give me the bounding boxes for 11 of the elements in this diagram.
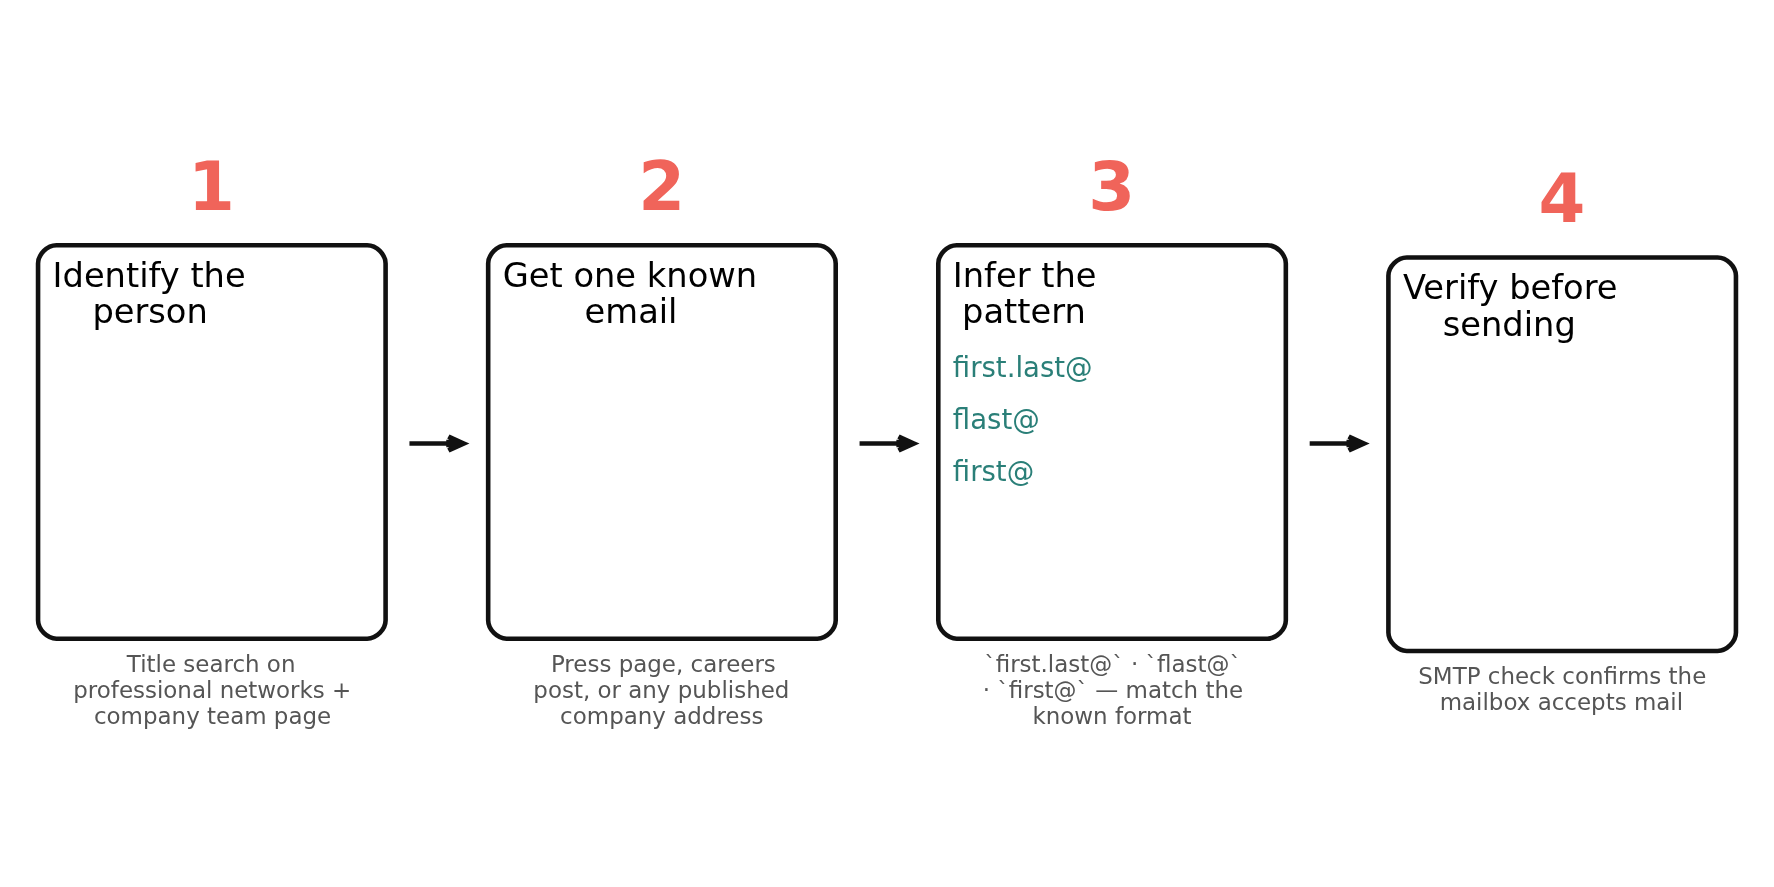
arrow [409, 434, 467, 453]
node-label: SMTP check confirms the mailbox accepts mail [1418, 662, 1707, 715]
arrow [859, 434, 917, 453]
node-label: 4 [1538, 158, 1586, 238]
node-label: 3 [1088, 146, 1136, 226]
node-label: Press page, careers post, or any published company address [533, 650, 790, 729]
node-label: 2 [638, 146, 686, 226]
node-label: 1 [188, 146, 235, 226]
node-label: `first.last@` · `flast@` · `first@` — match the known format [982, 650, 1244, 729]
arrow [1309, 434, 1367, 453]
node-label: Title search on professional networks + company team page [73, 650, 352, 729]
